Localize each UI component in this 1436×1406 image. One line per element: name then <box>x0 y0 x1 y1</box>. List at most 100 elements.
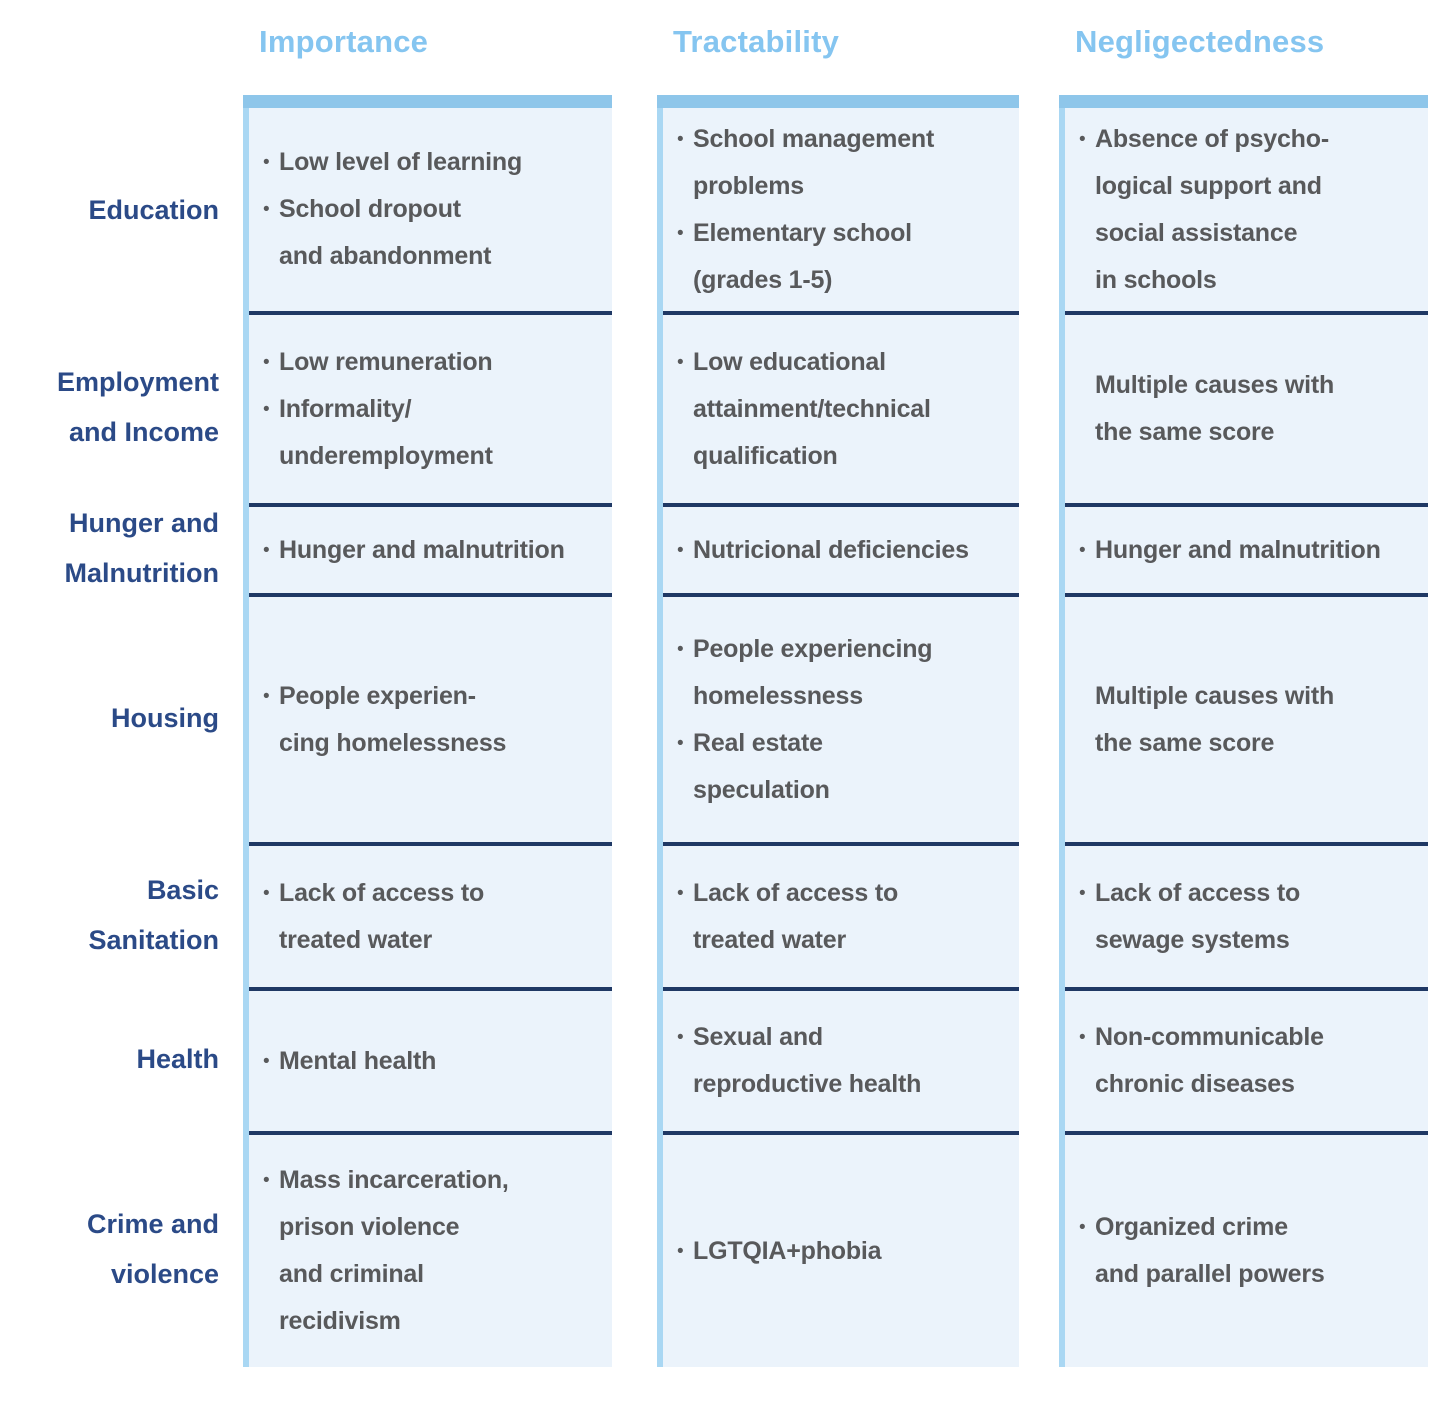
bullet-icon: • <box>263 152 270 173</box>
table-cell: • Mental health <box>249 987 612 1131</box>
bullet-icon: • <box>677 638 684 660</box>
bullet-icon: • <box>263 685 270 707</box>
cell-item: •Hunger and malnutrition <box>1079 527 1418 574</box>
cell-item: • Lack of access to treated water <box>677 870 1009 964</box>
tractability-column-body: • School management problems •Elementary s… <box>657 108 1019 1367</box>
cell-item: Multiple causes with the same score <box>1079 362 1418 456</box>
cell-text: Low level of learning <box>279 148 523 176</box>
cell-item: •Informality/ underemployment <box>263 386 602 480</box>
cell-text: Lack of access to treated water <box>279 878 485 954</box>
cell-item: • Mass incarceration, prison violence and… <box>263 1157 602 1345</box>
bullet-icon: • <box>1079 128 1086 150</box>
bullet-icon: • <box>263 539 270 561</box>
bullet-icon: • <box>677 1027 684 1048</box>
cell-item: •Organized crime and parallel powers <box>1079 1204 1418 1298</box>
table-cell: • Lack of access to sewage systems <box>1065 842 1428 987</box>
bullet-icon: • <box>263 1170 270 1191</box>
cell-text: Nutricional deficiencies <box>693 535 969 564</box>
row-label: Hunger and Malnutrition <box>64 508 219 588</box>
row-label-cell: Education <box>0 108 243 311</box>
cell-item: •People experiencing homelessness <box>677 626 1009 720</box>
bullet-icon: • <box>1079 882 1086 904</box>
cell-item: •LGTQIA+phobia <box>677 1228 1009 1275</box>
row-label-cell: Housing <box>0 593 243 842</box>
row-label-cell: Crime and violence <box>0 1131 243 1367</box>
table-cell: Multiple causes with the same score <box>1065 311 1428 503</box>
bullet-icon: • <box>1079 1217 1086 1238</box>
row-label-cell: Hunger and Malnutrition <box>0 503 243 593</box>
row-label: Employment and Income <box>56 367 219 447</box>
cell-text: Non-communicable chronic diseases <box>1095 1023 1324 1098</box>
bullet-icon: • <box>1079 539 1086 561</box>
cell-text: Lack of access to sewage systems <box>1095 878 1301 954</box>
row-label-cell: Basic Sanitation <box>0 842 243 987</box>
labels-top-spacer <box>0 95 243 108</box>
cell-text: Mass incarceration, prison violence and … <box>279 1166 509 1335</box>
bullet-icon: • <box>263 199 270 220</box>
bullet-icon: • <box>1079 1027 1086 1048</box>
bullet-icon: • <box>263 351 270 373</box>
row-label: Basic Sanitation <box>88 874 219 955</box>
row-label: Housing <box>111 702 219 733</box>
table-cell: •Absence of psycho- logical support and … <box>1065 108 1428 311</box>
bullet-icon: • <box>677 539 684 561</box>
row-label: Health <box>136 1044 219 1074</box>
tractability-top-bar-icon <box>657 95 1019 108</box>
bullet-icon: • <box>677 128 684 150</box>
cell-item: •Elementary school (grades 1-5) <box>677 210 1009 304</box>
cell-item: •Real estate speculation <box>677 720 1009 814</box>
table-cell: •Low remuneration•Informality/ underempl… <box>249 311 612 503</box>
column-tractability: • School management problems •Elementary s… <box>657 95 1019 1367</box>
cell-item: • Sexual and reproductive health <box>677 1014 1009 1108</box>
table-cell: • Lack of access to treated water <box>663 842 1019 987</box>
cell-item: •Low educational attainment/technical qu… <box>677 339 1009 480</box>
column-header-importance: Importance <box>259 24 429 59</box>
table-cell: • Lack of access to treated water <box>249 842 612 987</box>
cell-item: Multiple causes with the same score <box>1079 673 1418 767</box>
cell-text: Hunger and malnutrition <box>279 535 565 564</box>
cell-item: • Lack of access to treated water <box>263 870 602 964</box>
table-cell: • Non-communicable chronic diseases <box>1065 987 1428 1131</box>
table-cell: Multiple causes with the same score <box>1065 593 1428 842</box>
cell-item: • Mental health <box>263 1038 602 1085</box>
table-cell: •Hunger and malnutrition <box>1065 503 1428 593</box>
row-label-cell: Health <box>0 987 243 1131</box>
table-cell: • Mass incarceration, prison violence and… <box>249 1131 612 1367</box>
cell-text: Low educational attainment/technical qua… <box>693 347 931 470</box>
cell-item: • Low level of learning <box>263 139 602 186</box>
row-label: Crime and violence <box>86 1209 219 1289</box>
column-headers: Importance Tractability Negligectedness <box>0 0 1436 95</box>
cell-text: School dropout and abandonment <box>279 195 492 270</box>
cell-text: Mental health <box>279 1046 437 1075</box>
importance-top-bar-icon <box>243 95 612 108</box>
cell-item: • People experien- cing homelessness <box>263 673 602 767</box>
cell-text: People experien- cing homelessness <box>279 681 507 757</box>
cell-item: •Low remuneration <box>263 339 602 386</box>
table-cell: • Low level of learning • School dropout an… <box>249 108 612 311</box>
cell-text: Informality/ underemployment <box>279 394 493 470</box>
table-cell: •Low educational attainment/technical qu… <box>663 311 1019 503</box>
table-cell: • Sexual and reproductive health <box>663 987 1019 1131</box>
bullet-icon: • <box>263 882 270 904</box>
bullet-icon: • <box>263 1050 270 1072</box>
negligectedness-column-body: •Absence of psycho- logical support and … <box>1059 108 1428 1367</box>
cell-item: • Lack of access to sewage systems <box>1079 870 1418 964</box>
cell-item: • Nutricional deficiencies <box>677 527 1009 574</box>
bullet-icon: • <box>677 882 684 904</box>
cell-text: Multiple causes with the same score <box>1095 371 1335 446</box>
table-cell: •LGTQIA+phobia <box>663 1131 1019 1367</box>
cell-item: • Non-communicable chronic diseases <box>1079 1014 1418 1108</box>
cell-text: School management problems <box>693 124 935 200</box>
cell-item: • School management problems <box>677 116 1009 210</box>
column-header-tractability: Tractability <box>673 24 840 59</box>
bullet-icon: • <box>677 1240 684 1262</box>
cell-text: Lack of access to treated water <box>693 878 899 954</box>
bullet-icon: • <box>677 732 684 754</box>
cell-text: Sexual and reproductive health <box>693 1023 922 1098</box>
cell-item: • School dropout and abandonment <box>263 186 602 280</box>
table-cell: • Hunger and malnutrition <box>249 503 612 593</box>
cell-item: • Hunger and malnutrition <box>263 527 602 574</box>
